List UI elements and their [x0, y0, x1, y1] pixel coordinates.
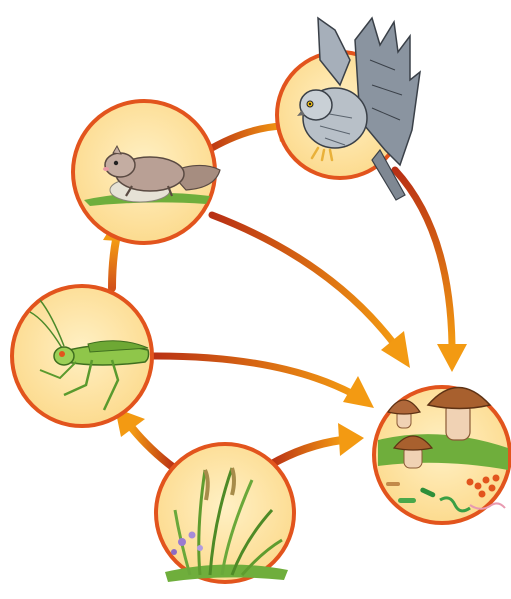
arrow-squirrel-to-decomposers — [212, 215, 410, 368]
arrow-owl-to-decomposers — [395, 170, 467, 372]
node-grass — [156, 444, 294, 582]
arrow-grass-to-grasshopper — [115, 408, 174, 468]
node-decomposers — [374, 387, 510, 523]
node-squirrel — [73, 101, 220, 243]
node-grasshopper — [12, 286, 152, 426]
arrow-grass-to-decomposers — [270, 423, 364, 465]
arrow-grasshopper-to-decomposers — [150, 356, 374, 408]
